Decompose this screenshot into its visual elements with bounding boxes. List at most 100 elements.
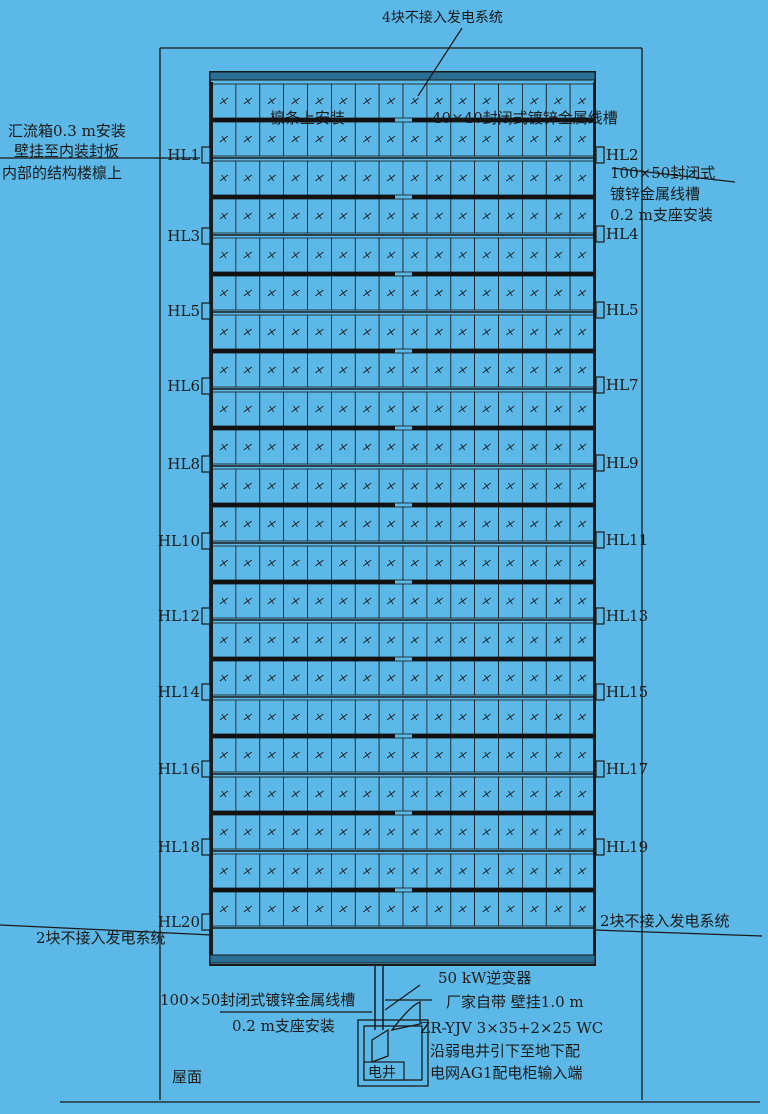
roof-outline [60, 47, 760, 1103]
panel-marker [410, 828, 420, 836]
panel-marker [386, 405, 396, 413]
panel-marker [315, 328, 324, 336]
panel-marker [267, 674, 276, 682]
panel-marker [530, 751, 539, 759]
combiner-note-2: 壁挂至内装封板 [14, 142, 119, 160]
right-trunk-note-1: 100×50封闭式 [610, 164, 715, 182]
panel-marker [434, 212, 444, 220]
panel-marker [291, 366, 300, 374]
panel-marker [362, 520, 372, 528]
panel-marker [386, 174, 396, 182]
panel-marker [291, 443, 300, 451]
combiner-box-left [201, 227, 211, 245]
panel-marker [506, 174, 515, 182]
panel-marker [530, 251, 539, 259]
panel-marker [434, 289, 444, 297]
panel-marker [267, 212, 276, 220]
panel-marker [339, 867, 348, 875]
panel-marker [506, 751, 515, 759]
panel-marker [434, 405, 444, 413]
panel-marker [530, 405, 539, 413]
panel-marker [291, 328, 300, 336]
panel-marker [243, 597, 253, 605]
panel-marker [243, 366, 253, 374]
panel-marker [219, 597, 229, 605]
panel-marker [315, 212, 324, 220]
panel-marker [458, 443, 467, 451]
panel-marker [434, 97, 444, 105]
cable-note-2: 沿弱电井引下至地下配 [430, 1042, 580, 1060]
panel-marker [577, 482, 587, 490]
panel-marker [506, 828, 515, 836]
panel-marker [339, 751, 348, 759]
panel-marker [434, 366, 444, 374]
combiner-box-right [595, 376, 605, 394]
panel-marker [219, 251, 229, 259]
panel-marker [339, 135, 348, 143]
combiner-label-left: HL1 [167, 146, 200, 164]
panel-marker [553, 97, 563, 105]
panel-marker [243, 251, 253, 259]
panel-marker [410, 751, 420, 759]
panel-marker [458, 636, 467, 644]
panel-marker [458, 174, 467, 182]
panel-marker [434, 713, 444, 721]
combiner-label-right: HL7 [606, 376, 639, 394]
combiner-box-left [201, 146, 211, 164]
panel-marker [410, 212, 420, 220]
panel-marker [458, 559, 467, 567]
panel-marker [219, 751, 229, 759]
panel-marker [219, 212, 229, 220]
panel-marker [267, 289, 276, 297]
panel-marker [577, 251, 587, 259]
panel-marker [315, 828, 324, 836]
panel-marker [434, 597, 444, 605]
panel-marker [530, 212, 539, 220]
right-trunk-note-2: 镀锌金属线槽 [610, 185, 700, 203]
panel-marker [386, 597, 396, 605]
combiner-label-right: HL15 [606, 683, 648, 701]
panel-marker [386, 328, 396, 336]
panel-marker [362, 713, 372, 721]
panel-marker [267, 867, 276, 875]
panel-marker [482, 251, 491, 259]
panel-marker [219, 790, 229, 798]
panel-marker [458, 366, 467, 374]
combiner-box-left [201, 913, 211, 931]
panel-marker [410, 174, 420, 182]
panel-marker [219, 135, 229, 143]
combiner-label-left: HL3 [167, 227, 200, 245]
panel-marker [339, 97, 348, 105]
bottom-trunk-note-1: 100×50封闭式镀锌金属线槽 [160, 991, 355, 1009]
panel-marker [434, 751, 444, 759]
panel-marker [219, 828, 229, 836]
panel-marker [315, 482, 324, 490]
panel-marker [267, 520, 276, 528]
trunk-down [374, 965, 384, 1030]
panel-marker [577, 751, 587, 759]
panel-marker [267, 636, 276, 644]
panel-marker [458, 135, 467, 143]
panel-marker [410, 790, 420, 798]
combiner-label-right: HL19 [606, 838, 648, 856]
panel-marker [506, 905, 515, 913]
panel-marker [553, 713, 563, 721]
panel-marker [362, 790, 372, 798]
panel-marker [267, 135, 276, 143]
panel-marker [339, 597, 348, 605]
panel-marker [530, 674, 539, 682]
panel-marker [339, 289, 348, 297]
panel-marker [506, 790, 515, 798]
combiner-label-left: HL14 [158, 683, 200, 701]
panel-marker [410, 867, 420, 875]
panel-marker [506, 713, 515, 721]
combiner-box-right [595, 531, 605, 549]
panel-marker [362, 174, 372, 182]
panel-marker [315, 751, 324, 759]
panel-marker [482, 135, 491, 143]
panel-marker [267, 366, 276, 374]
panel-marker [553, 520, 563, 528]
panel-marker [458, 828, 467, 836]
panel-marker [482, 790, 491, 798]
panel-marker [386, 713, 396, 721]
